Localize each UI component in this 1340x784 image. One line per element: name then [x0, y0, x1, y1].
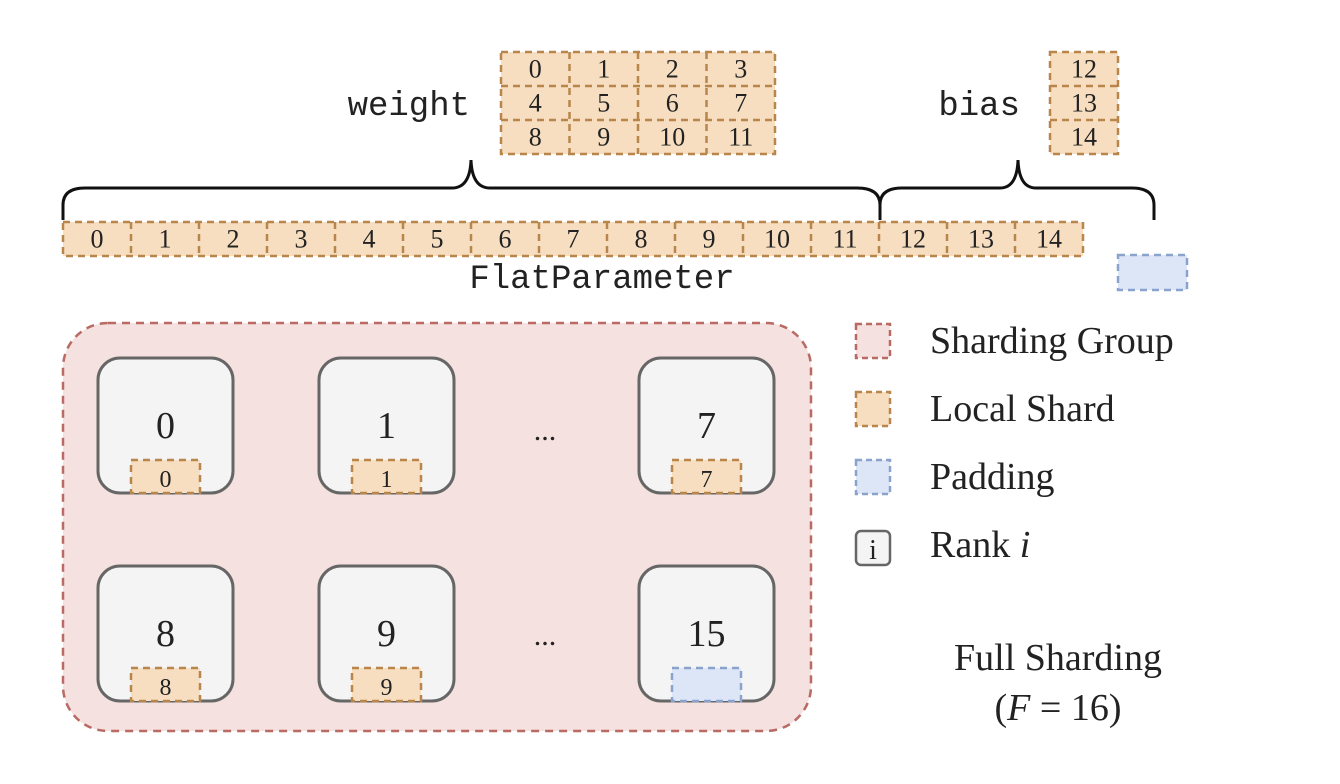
bias-cell: 12 13 14 [1048, 50, 1120, 156]
bias-brace [878, 159, 1156, 220]
weight-cell-element: 8 [529, 123, 542, 152]
caption-line1: Full Sharding [954, 637, 1162, 679]
flat-cell-element: 11 [832, 225, 857, 254]
rank-number: 7 [697, 405, 716, 447]
flat-cell-element: 12 [900, 225, 926, 254]
flat-cell-element: 3 [295, 225, 308, 254]
weight-cell-element: 2 [666, 55, 679, 84]
weight-brace [61, 159, 882, 220]
rank-device: 99 [317, 564, 456, 703]
rank-local-shard-label: 9 [381, 675, 393, 701]
flat-cell-frame [61, 220, 1085, 258]
weight-cell-element: 3 [734, 55, 747, 84]
flat-cell-element: 5 [431, 225, 444, 254]
rank-number: 1 [377, 405, 396, 447]
flat-parameter-label: FlatParameter [469, 261, 734, 299]
weight-matrix: 0 1 2 3 4 5 6 7 8 9 10 11 [499, 50, 777, 156]
legend-local-shard-swatch [854, 390, 892, 428]
legend-rank-icon-text: i [869, 535, 877, 566]
flat-cell-element: 14 [1036, 225, 1062, 254]
flat-cell-element: 1 [159, 225, 172, 254]
rank-local-shard-label: 1 [381, 467, 393, 493]
bias-vector: 12 13 14 [1048, 50, 1120, 156]
rank-number: 0 [156, 405, 175, 447]
rank-local-shard-label: 7 [701, 467, 713, 493]
flat-cell-element: 0 [91, 225, 104, 254]
rank-device: 11 [317, 356, 456, 495]
weight-cell-element: 5 [597, 89, 610, 118]
sharding-group [61, 321, 813, 733]
legend-padding-swatch [854, 458, 892, 496]
rank-device: 77 [637, 356, 776, 495]
legend: Sharding Group Local Shard Padding i Ran… [854, 320, 1174, 567]
legend-sharding-group-label: Sharding Group [930, 320, 1174, 362]
rank-number: 9 [377, 613, 396, 655]
rank-local-shard-label: 8 [160, 675, 172, 701]
legend-rank-icon [854, 529, 892, 567]
flat-cell-element: 13 [968, 225, 994, 254]
bias-cell-element: 13 [1071, 89, 1097, 118]
weight-cell-element: 10 [659, 123, 685, 152]
flat-cell-element: 9 [703, 225, 716, 254]
weight-cell-element: 4 [529, 89, 542, 118]
legend-sharding-group-swatch [854, 322, 892, 360]
rank-device: 00 [96, 356, 235, 495]
ellipsis-top: ... [534, 414, 557, 447]
bias-cell-element: 14 [1071, 123, 1097, 152]
weight-cell-element: 9 [597, 123, 610, 152]
rank-local-shard-label: 0 [160, 467, 172, 493]
bias-cell-frame [1048, 50, 1120, 156]
flat-cell-element: 4 [363, 225, 376, 254]
flat-cell-element: 2 [227, 225, 240, 254]
rank-device: 88 [96, 564, 235, 703]
rank-local-shard [129, 666, 202, 703]
rank-local-shard [670, 458, 743, 495]
weight-cell-element: 0 [529, 55, 542, 84]
rank-number: 8 [156, 613, 175, 655]
weight-cell-element: 1 [597, 55, 610, 84]
rank-local-shard [129, 458, 202, 495]
rank-local-shard [350, 458, 423, 495]
rank-device: 15 [637, 564, 776, 703]
weight-cell: 0 1 2 3 4 5 6 7 8 9 10 11 [499, 50, 777, 156]
legend-rank-label: Rank i [930, 524, 1030, 566]
ellipsis-bottom: ... [534, 619, 557, 652]
rank-padding-shard [670, 666, 743, 703]
legend-padding-label: Padding [930, 456, 1055, 498]
bias-cell-element: 12 [1071, 55, 1097, 84]
weight-cell-element: 7 [734, 89, 747, 118]
flat-cell-element: 7 [567, 225, 580, 254]
flat-padding-cell [1116, 253, 1189, 292]
flat-cell-element: 10 [764, 225, 790, 254]
flat-cell-element: 6 [499, 225, 512, 254]
weight-label: weight [348, 88, 470, 126]
weight-cell-element: 11 [728, 123, 753, 152]
rank-number: 15 [688, 613, 726, 655]
weight-cell-element: 6 [666, 89, 679, 118]
rank-local-shard [350, 666, 423, 703]
flat-cell-element: 8 [635, 225, 648, 254]
caption-line2: (F = 16) [995, 687, 1122, 729]
bias-label: bias [938, 88, 1020, 126]
legend-local-shard-label: Local Shard [930, 388, 1115, 430]
